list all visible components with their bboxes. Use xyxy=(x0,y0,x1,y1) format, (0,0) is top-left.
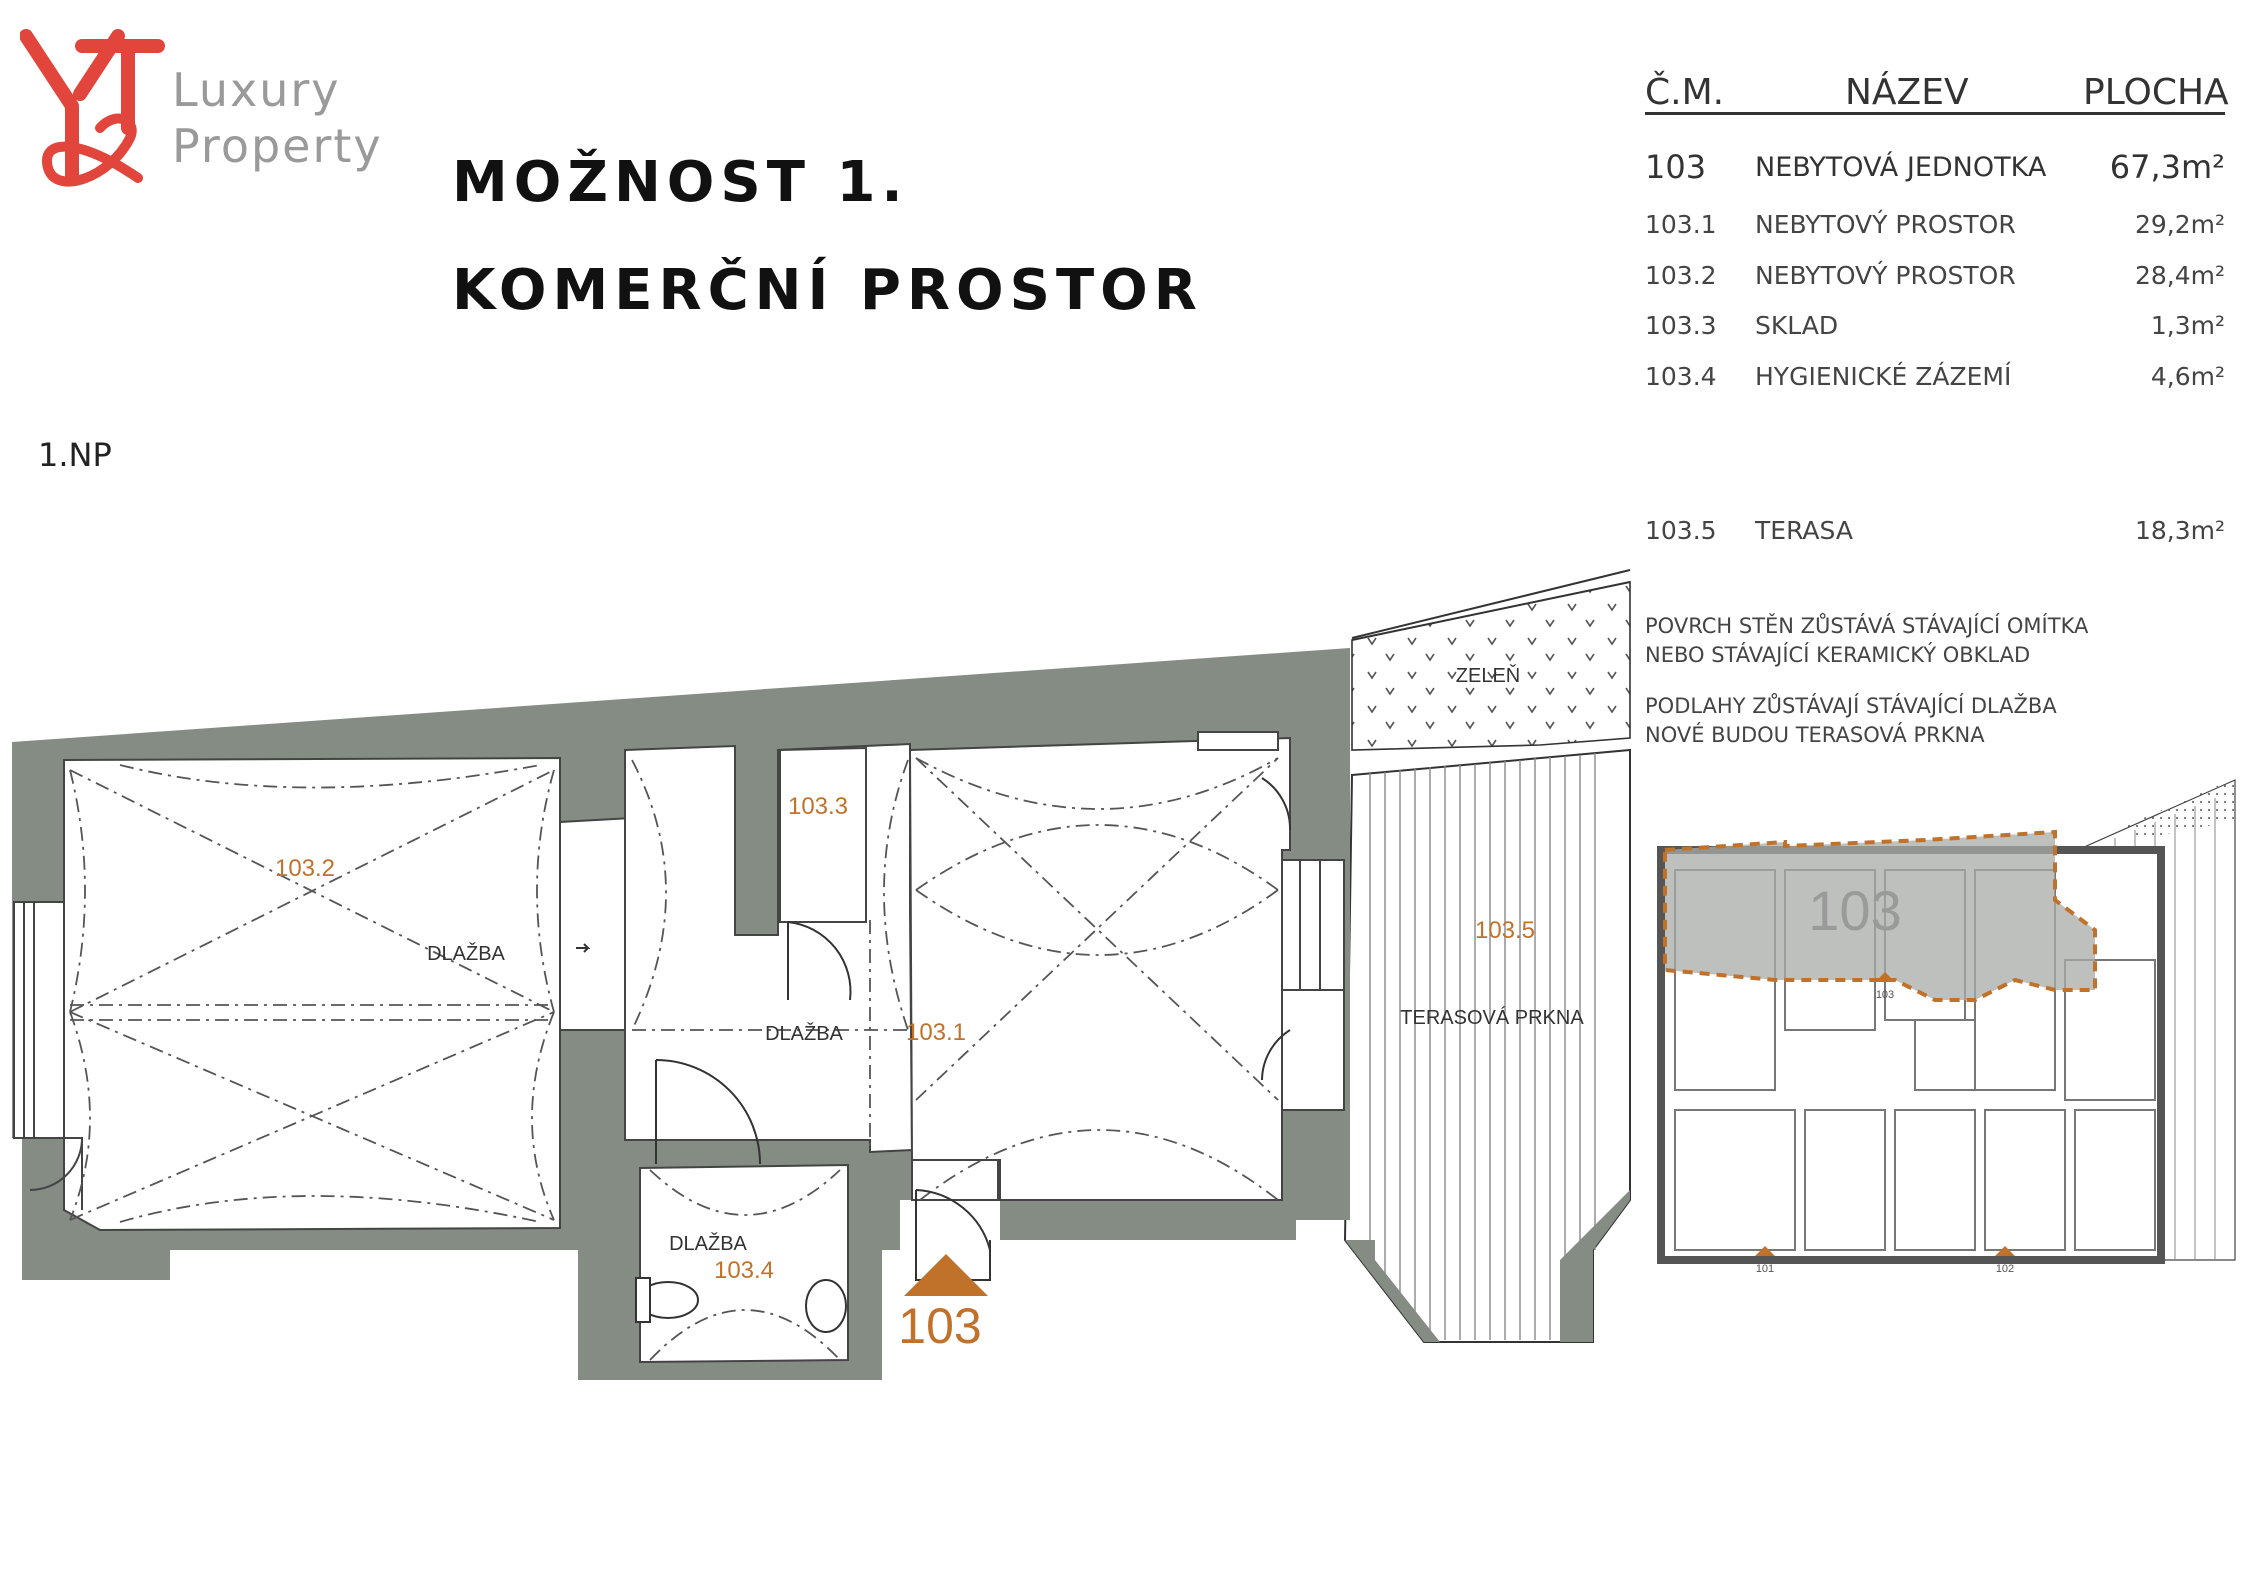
row-name: TERASA xyxy=(1755,516,1853,545)
row-area: 67,3m² xyxy=(2109,148,2225,186)
note-line: NOVÉ BUDOU TERASOVÁ PRKNA xyxy=(1645,723,1985,747)
row-name: SKLAD xyxy=(1755,311,1839,340)
page-title: MOŽNOST 1. xyxy=(452,150,909,215)
note-walls: POVRCH STĚN ZŮSTÁVÁ STÁVAJÍCÍ OMÍTKA NEB… xyxy=(1645,612,2088,670)
vault-lines xyxy=(69,757,1279,1361)
interior-doors xyxy=(576,777,1292,1281)
table-row: 103.2 NEBYTOVÝ PROSTOR 28,4m² xyxy=(1645,261,2245,301)
overview-entrance: 101 xyxy=(1756,1263,1774,1275)
table-row: 103.5 TERASA 18,3m² xyxy=(1645,516,2245,556)
building-overview-plan: 103 101 102 103 xyxy=(1657,776,2240,1275)
floor-label-dlazba: DLAŽBA xyxy=(669,1232,747,1255)
note-line: POVRCH STĚN ZŮSTÁVÁ STÁVAJÍCÍ OMÍTKA xyxy=(1645,614,2089,638)
floor-label-terasa: TERASOVÁ PRKNA xyxy=(1400,1006,1584,1029)
row-name: HYGIENICKÉ ZÁZEMÍ xyxy=(1755,362,2012,391)
room-103-3 xyxy=(779,746,867,923)
row-name: NEBYTOVÁ JEDNOTKA xyxy=(1755,152,2047,183)
entrance-number: 103 xyxy=(898,1298,981,1354)
table-row: 103 NEBYTOVÁ JEDNOTKA 67,3m² xyxy=(1645,148,2245,188)
sanitary-fixtures xyxy=(635,1277,847,1333)
room-label-103-3: 103.3 xyxy=(788,793,848,820)
floor-plan: 103.2 103.3 103.1 103.4 103.5 DLAŽBA DLA… xyxy=(12,569,1631,1380)
row-id: 103.3 xyxy=(1645,311,1717,340)
room-label-103-2: 103.2 xyxy=(275,855,335,882)
table-row: 103.1 NEBYTOVÝ PROSTOR 29,2m² xyxy=(1645,210,2245,250)
row-area: 29,2m² xyxy=(2134,210,2225,239)
note-line: PODLAHY ZŮSTÁVAJÍ STÁVAJÍCÍ DLAŽBA xyxy=(1645,694,2057,718)
highlighted-unit-103 xyxy=(1663,829,2097,1002)
greenery-zelen xyxy=(1351,569,1631,751)
table-header-name: NÁZEV xyxy=(1845,72,1969,113)
row-id: 103.5 xyxy=(1645,516,1717,545)
table-row: 103.4 HYGIENICKÉ ZÁZEMÍ 4,6m² xyxy=(1645,362,2245,402)
room-label-103-1: 103.1 xyxy=(906,1019,966,1046)
brand-line-1: Luxury xyxy=(172,63,341,117)
terrace-103-5 xyxy=(1343,748,1631,1343)
row-name: NEBYTOVÝ PROSTOR xyxy=(1755,261,2016,290)
row-area: 18,3m² xyxy=(2134,516,2225,545)
brand-line-2: Property xyxy=(172,119,383,173)
floor-label-zelen: ZELEŇ xyxy=(1456,664,1520,687)
floor-label-dlazba: DLAŽBA xyxy=(765,1022,843,1045)
entrance-marker: 103 xyxy=(898,1254,988,1354)
floor-label-dlazba: DLAŽBA xyxy=(427,942,505,965)
entrance-left xyxy=(13,901,83,1210)
row-id: 103 xyxy=(1645,148,1707,186)
overview-unit-label: 103 xyxy=(1808,879,1901,942)
logo-monogram xyxy=(20,29,165,187)
row-name: NEBYTOVÝ PROSTOR xyxy=(1755,210,2016,239)
table-header-area: PLOCHA xyxy=(2083,72,2229,113)
row-id: 103.1 xyxy=(1645,210,1717,239)
table-header-rule xyxy=(1645,112,2225,115)
note-floors: PODLAHY ZŮSTÁVAJÍ STÁVAJÍCÍ DLAŽBA NOVÉ … xyxy=(1645,692,2057,750)
brand-name: Luxury Property xyxy=(172,62,383,174)
row-area: 28,4m² xyxy=(2134,261,2225,290)
room-103-2 xyxy=(63,756,561,1232)
floor-label: 1.NP xyxy=(38,436,112,474)
row-area: 1,3m² xyxy=(2150,311,2225,340)
room-label-103-5: 103.5 xyxy=(1475,917,1535,944)
window-niche xyxy=(559,816,633,1031)
row-area: 4,6m² xyxy=(2150,362,2225,391)
overview-entrance: 103 xyxy=(1876,989,1894,1001)
row-id: 103.2 xyxy=(1645,261,1717,290)
note-line: NEBO STÁVAJÍCÍ KERAMICKÝ OBKLAD xyxy=(1645,643,2031,667)
overview-entrance: 102 xyxy=(1996,1263,2014,1275)
table-header-id: Č.M. xyxy=(1645,72,1725,113)
table-row: 103.3 SKLAD 1,3m² xyxy=(1645,311,2245,351)
entrance-arrow-icon xyxy=(904,1254,988,1296)
row-id: 103.4 xyxy=(1645,362,1717,391)
room-label-103-4: 103.4 xyxy=(714,1257,774,1284)
page-subtitle: KOMERČNÍ PROSTOR xyxy=(452,258,1203,323)
